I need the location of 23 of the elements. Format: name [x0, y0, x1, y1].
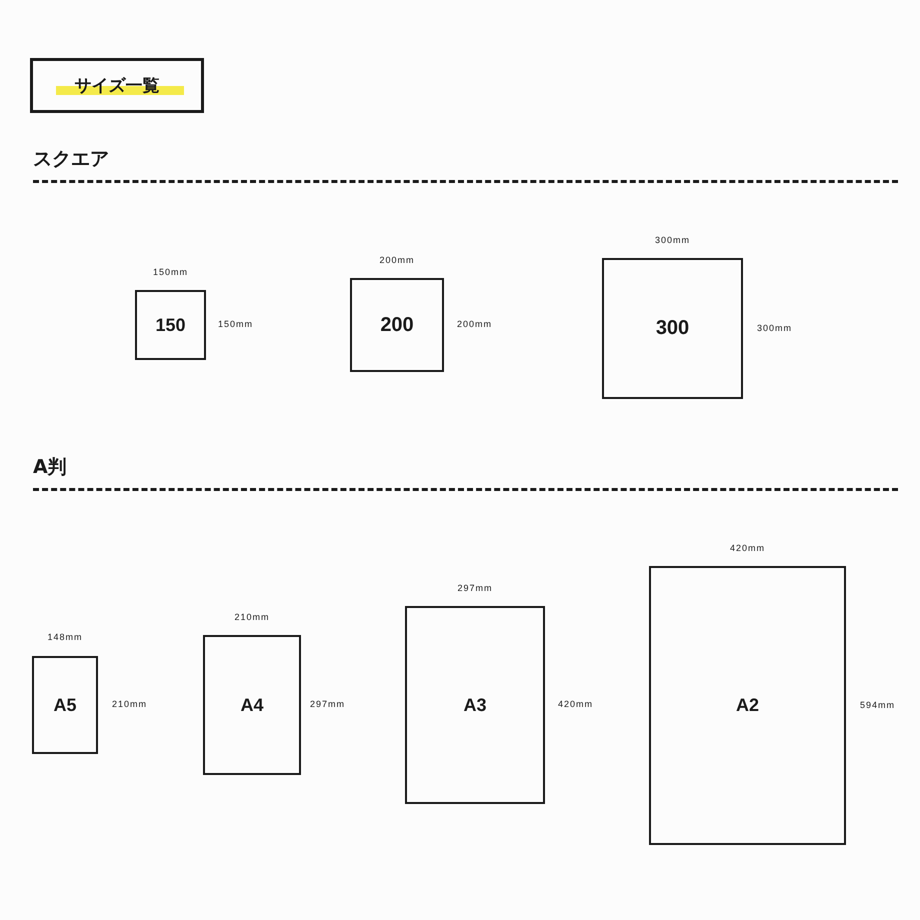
size-box: 150 — [135, 290, 206, 360]
dimension-label: 297mm — [310, 699, 346, 709]
dimension-label: 150mm — [152, 267, 189, 277]
dimension-label: 210mm — [112, 699, 148, 709]
dimension-label: 210mm — [233, 612, 270, 622]
size-box: A4 — [203, 635, 301, 775]
size-box: 200 — [350, 278, 444, 372]
size-box: 300 — [602, 258, 743, 399]
dimension-label: 420mm — [558, 699, 594, 709]
section-heading: A判 — [33, 455, 67, 480]
dimension-label: 200mm — [457, 319, 492, 329]
size-box: A2 — [649, 566, 846, 845]
section-heading: スクエア — [33, 147, 109, 172]
dimension-label: 420mm — [728, 543, 766, 553]
dimension-label: 300mm — [654, 235, 691, 245]
dimension-label: 594mm — [860, 700, 896, 710]
dimension-label: 150mm — [218, 319, 254, 329]
size-box: A3 — [405, 606, 545, 804]
dimension-label: 297mm — [456, 583, 494, 593]
dimension-label: 200mm — [378, 255, 416, 265]
dimension-label: 148mm — [46, 632, 84, 642]
size-box: A5 — [32, 656, 98, 754]
dimension-label: 300mm — [757, 322, 792, 332]
